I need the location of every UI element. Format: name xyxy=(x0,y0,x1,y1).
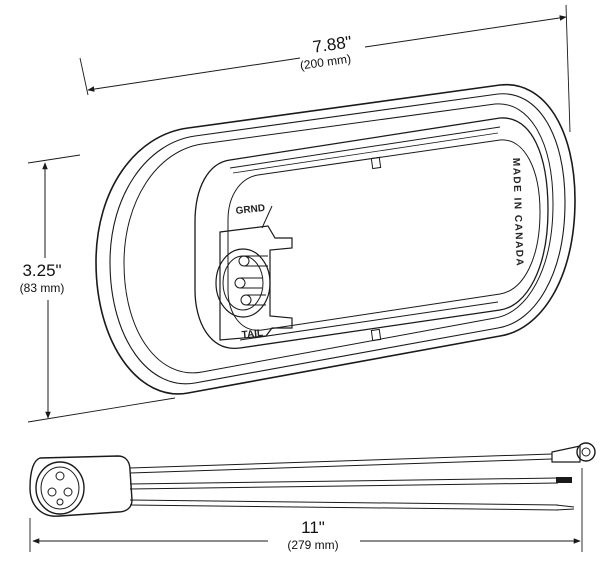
pin-bottom xyxy=(240,294,252,306)
wire-stop xyxy=(129,499,559,506)
tail-label: TAIL xyxy=(241,328,264,341)
height-value: 3.25" xyxy=(22,261,61,280)
height-dimension: 3.25" (83 mm) xyxy=(20,154,176,423)
plug-hole-2 xyxy=(47,487,57,497)
length-metric: (279 mm) xyxy=(287,538,338,552)
lamp-outer-rim xyxy=(95,83,576,395)
plug-body xyxy=(29,455,133,517)
lamp-assembly: GRND TAIL MADE IN CANADA xyxy=(95,83,576,395)
width-metric: (200 mm) xyxy=(299,52,352,73)
width-dimension: 7.88" (200 mm) xyxy=(79,4,571,133)
plug-hole-4 xyxy=(56,498,64,506)
lens-outline xyxy=(227,139,541,331)
wire-tail xyxy=(129,477,559,485)
length-dimension: 11" (279 mm) xyxy=(29,468,583,552)
length-value: 11" xyxy=(301,518,325,537)
top-clip-tab xyxy=(370,156,382,170)
pin-middle xyxy=(234,277,246,289)
lamp-inner-rim xyxy=(109,93,566,385)
wire-ground xyxy=(129,453,553,469)
made-in-canada-label: MADE IN CANADA xyxy=(510,158,525,268)
ring-terminal xyxy=(551,445,581,463)
plug-hole-1 xyxy=(55,471,65,481)
wire-end-tail xyxy=(556,477,572,483)
grnd-label: GRND xyxy=(235,203,265,217)
lamp-housing-face xyxy=(194,117,549,349)
pin-top xyxy=(238,255,250,267)
pigtail-harness xyxy=(29,442,596,517)
height-metric: (83 mm) xyxy=(20,281,65,295)
connector-socket xyxy=(215,225,293,341)
lamp-flange-line xyxy=(123,103,554,374)
bottom-clip-tab xyxy=(370,328,382,342)
plug-hole-3 xyxy=(63,487,73,497)
plug-face xyxy=(35,461,85,515)
